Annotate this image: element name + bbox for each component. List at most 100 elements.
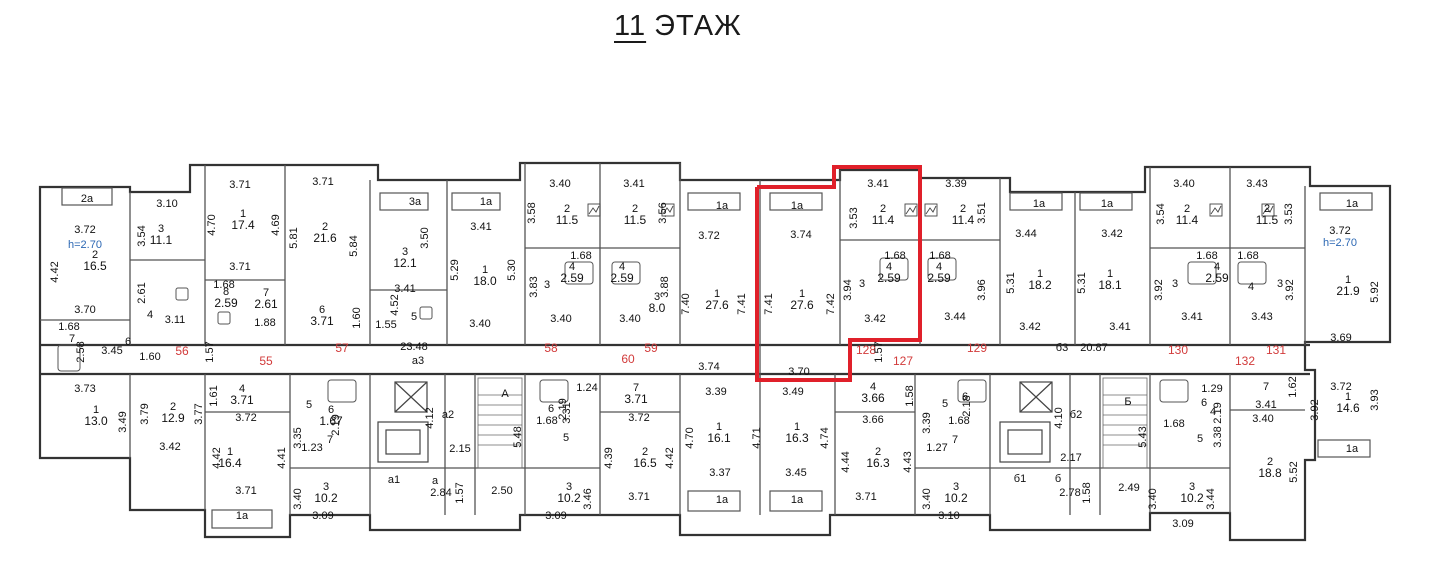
plan-label-d-340e: 3.40 (1173, 178, 1194, 190)
plan-label-d-531b: 5.31 (1076, 272, 1088, 293)
plan-label-d-168g: 1.68 (1237, 250, 1258, 262)
plan-label-d-161a: 1.61 (208, 385, 220, 406)
plan-label-h-left: h=2.70 (68, 239, 102, 251)
plan-label-d-470b: 4.70 (684, 427, 696, 448)
plan-label-d-372d: 3.72 (235, 412, 256, 424)
plan-label-st-A: А (501, 388, 509, 400)
plan-label-d-6a: 6 (125, 336, 131, 348)
plan-label-d-160b: 1.60 (139, 351, 160, 363)
plan-label-d-342b: 3.42 (1019, 321, 1040, 333)
plan-label-r-b: б (1055, 473, 1061, 485)
plan-label-d-157a: 1.57 (204, 341, 216, 362)
plan-label-d-258: 2.58 (75, 341, 87, 362)
plan-label-d-371c: 3.71 (229, 261, 250, 273)
plan-label-d-2348: 23.48 (400, 341, 428, 353)
plan-label-d-339b: 3.39 (705, 386, 726, 398)
plan-label-d-394: 3.94 (842, 279, 854, 300)
plan-label-d-343b: 3.43 (1251, 311, 1272, 323)
plan-label-r-b2: б2 (1070, 409, 1082, 421)
plan-label-d-310b: 3.10 (938, 510, 959, 522)
plan-label-h-right: h=2.70 (1323, 237, 1357, 249)
plan-label-d-309c: 3.09 (1172, 518, 1193, 530)
plan-label-d-215: 2.15 (449, 443, 470, 455)
plan-label-d-372f: 3.72 (1330, 381, 1351, 393)
plan-label-d-162: 1.62 (1287, 376, 1299, 397)
plan-label-d-344b: 3.44 (1015, 228, 1036, 240)
plan-label-d-168f: 1.68 (1196, 250, 1217, 262)
plan-label-c-55: 55 (259, 354, 273, 368)
plan-label-d-396: 3.96 (976, 279, 988, 300)
plan-label-d-341a: 3.41 (394, 283, 415, 295)
plan-label-bal-1a-h: 1а (716, 494, 729, 506)
plan-label-d-340f: 3.40 (292, 488, 304, 509)
plan-label-d-250: 2.50 (491, 485, 512, 497)
plan-label-d-474: 4.74 (819, 427, 831, 448)
plan-label-d-353b: 3.53 (1283, 203, 1295, 224)
plan-label-d-441: 4.41 (276, 447, 288, 468)
plan-label-d-356: 3.56 (657, 202, 669, 223)
plan-label-d-444: 4.44 (840, 451, 852, 472)
plan-label-r-5c: 5 (563, 432, 569, 444)
plan-label-d-127: 1.27 (926, 442, 947, 454)
plan-label-d-341b: 3.41 (470, 221, 491, 233)
plan-label-d-310: 3.10 (156, 198, 177, 210)
plan-label-d-581: 5.81 (288, 227, 300, 248)
plan-label-d-442: 4.42 (49, 261, 61, 282)
plan-label-bal-1a-d: 1а (1033, 198, 1046, 210)
plan-label-d-584: 5.84 (348, 235, 360, 256)
plan-label-r-7c: 7 (952, 434, 958, 446)
plan-label-d-340d: 3.40 (619, 313, 640, 325)
plan-label-d-529: 5.29 (449, 259, 461, 280)
plan-label-d-392a: 3.92 (1153, 279, 1165, 300)
plan-label-d-379: 3.79 (139, 403, 151, 424)
plan-label-bal-1a-j: 1а (1346, 443, 1359, 455)
plan-label-r-7d: 7 (1263, 381, 1269, 393)
plan-label-d-442c: 4.42 (664, 447, 676, 468)
plan-label-d-354b: 3.54 (1155, 203, 1167, 224)
plan-label-d-218: 2.18 (961, 395, 973, 416)
plan-label-d-249: 2.49 (1118, 482, 1139, 494)
plan-label-r-7a: 7 (69, 333, 75, 345)
plan-label-r-b1: б1 (1014, 473, 1026, 485)
plan-label-d-3b: 3 (859, 278, 865, 290)
plan-label-d-309b: 3.09 (545, 510, 566, 522)
plan-label-d-373: 3.73 (74, 383, 95, 395)
plan-label-d-337: 3.37 (709, 467, 730, 479)
plan-label-c-131: 131 (1266, 343, 1286, 357)
plan-label-d-345: 3.45 (101, 345, 122, 357)
plan-label-bal-1a-f: 1а (1346, 198, 1359, 210)
plan-label-r-a3: а3 (412, 355, 424, 367)
plan-label-r-a: а (432, 475, 439, 487)
plan-label-d-331: 3.31 (561, 402, 573, 423)
plan-label-d-531a: 5.31 (1005, 272, 1017, 293)
plan-label-d-168c: 1.68 (570, 250, 591, 262)
plan-label-d-2087: 20.87 (1080, 342, 1108, 354)
plan-label-d-124: 1.24 (576, 382, 597, 394)
plan-label-d-372b: 3.72 (698, 230, 719, 242)
plan-label-d-371f: 3.71 (855, 491, 876, 503)
plan-label-r-5e: 5 (1197, 433, 1203, 445)
plan-label-c-127: 127 (893, 354, 913, 368)
plan-label-d-168j: 1.68 (1163, 418, 1184, 430)
plan-label-d-340a: 3.40 (469, 318, 490, 330)
